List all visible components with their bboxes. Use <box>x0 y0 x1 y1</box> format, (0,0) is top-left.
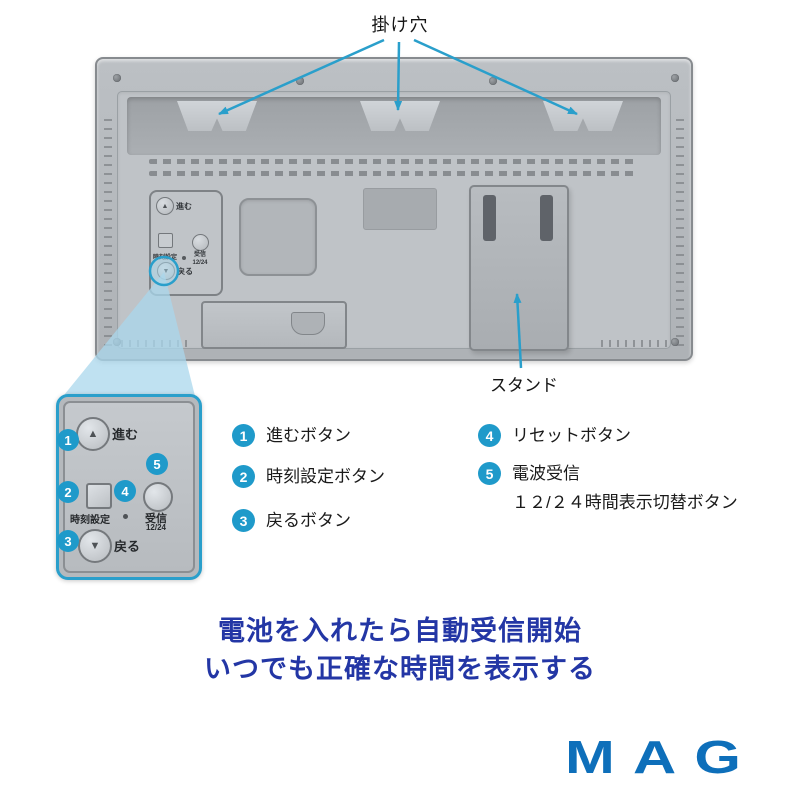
battery-cover <box>201 301 347 349</box>
badge-4: 4 <box>114 480 136 502</box>
forward-label: 進む <box>176 202 192 211</box>
badge-5: 5 <box>146 453 168 475</box>
label-sticker <box>363 188 437 230</box>
reset-hole <box>182 256 186 260</box>
legend-badge: 5 <box>478 462 501 485</box>
marketing-message: 電池を入れたら自動受信開始 いつでも正確な時間を表示する <box>0 612 800 688</box>
back-label: 戻る <box>114 539 141 554</box>
legend-label-line2: １２/２４時間表示切替ボタン <box>512 493 738 512</box>
receive-label: 受信 12/24 <box>188 252 212 268</box>
message-line-1: 電池を入れたら自動受信開始 <box>218 616 582 646</box>
stand-label: スタンド <box>490 376 558 395</box>
legend-badge: 2 <box>232 465 255 488</box>
hanging-hole-label: 掛け穴 <box>371 15 429 35</box>
legend-item-3: 3 戻るボタン <box>232 509 351 532</box>
brand-logo: MAG <box>565 731 760 783</box>
time-set-label: 時刻設定 <box>70 515 110 526</box>
message-line-2: いつでも正確な時間を表示する <box>204 654 596 684</box>
badge-1: 1 <box>57 429 79 451</box>
legend-label: 戻るボタン <box>266 511 351 530</box>
legend-badge: 3 <box>232 509 255 532</box>
control-panel: ▲ 進む 時刻設定 受信 12/24 ▼ 戻る <box>149 190 223 296</box>
stand-slot <box>483 195 496 241</box>
screw <box>113 338 121 346</box>
stand-slot <box>540 195 553 241</box>
screw <box>113 74 121 82</box>
stand <box>469 185 569 351</box>
forward-button-zoom: ▲ <box>76 417 110 451</box>
back-button-zoom: ▼ <box>78 529 112 563</box>
forward-button: ▲ <box>156 197 174 215</box>
speaker-recess <box>239 198 317 276</box>
time-set-button <box>158 233 173 248</box>
time-set-button-zoom <box>86 483 112 509</box>
reset-hole <box>123 514 128 519</box>
legend-label: 時刻設定ボタン <box>266 467 385 486</box>
up-arrow-icon: ▲ <box>87 428 99 440</box>
legend-badge: 1 <box>232 424 255 447</box>
screw <box>671 74 679 82</box>
legend-badge: 4 <box>478 424 501 447</box>
legend-item-4: 4 リセットボタン <box>478 424 631 447</box>
screw <box>671 338 679 346</box>
receive-button <box>192 234 209 251</box>
vent-bottom-right <box>601 340 667 347</box>
vent-row <box>149 159 639 164</box>
screw <box>489 77 497 85</box>
up-arrow-icon: ▲ <box>161 202 169 210</box>
receive-sub-text: 12/24 <box>192 259 208 266</box>
down-arrow-icon: ▼ <box>89 540 101 552</box>
badge-3: 3 <box>57 530 79 552</box>
clock-back-panel: ▲ 進む 時刻設定 受信 12/24 ▼ 戻る <box>95 57 693 361</box>
receive-sub-label: 12/24 <box>145 523 167 532</box>
vent-row <box>149 171 639 176</box>
receive-button-zoom <box>143 482 173 512</box>
legend-item-5: 5 電波受信 １２/２４時間表示切替ボタン <box>478 462 738 514</box>
legend-label: 電波受信 <box>512 464 580 483</box>
legend-item-1: 1 進むボタン <box>232 424 351 447</box>
legend-item-2: 2 時刻設定ボタン <box>232 465 385 488</box>
receive-label-text: 受信 <box>193 252 206 258</box>
legend-label: 進むボタン <box>266 426 351 445</box>
battery-latch <box>291 312 325 335</box>
back-label: 戻る <box>177 267 193 276</box>
badge-2: 2 <box>57 481 79 503</box>
vent-column-right <box>676 119 684 351</box>
screw <box>296 77 304 85</box>
receive-label: 受信 <box>145 513 167 525</box>
legend-label: リセットボタン <box>512 426 631 445</box>
down-arrow-icon: ▼ <box>162 267 170 275</box>
back-button: ▼ <box>157 262 175 280</box>
vent-bottom-left <box>121 340 187 347</box>
vent-column-left <box>104 119 112 351</box>
time-set-label: 時刻設定 <box>153 255 178 261</box>
forward-label: 進む <box>112 427 139 442</box>
